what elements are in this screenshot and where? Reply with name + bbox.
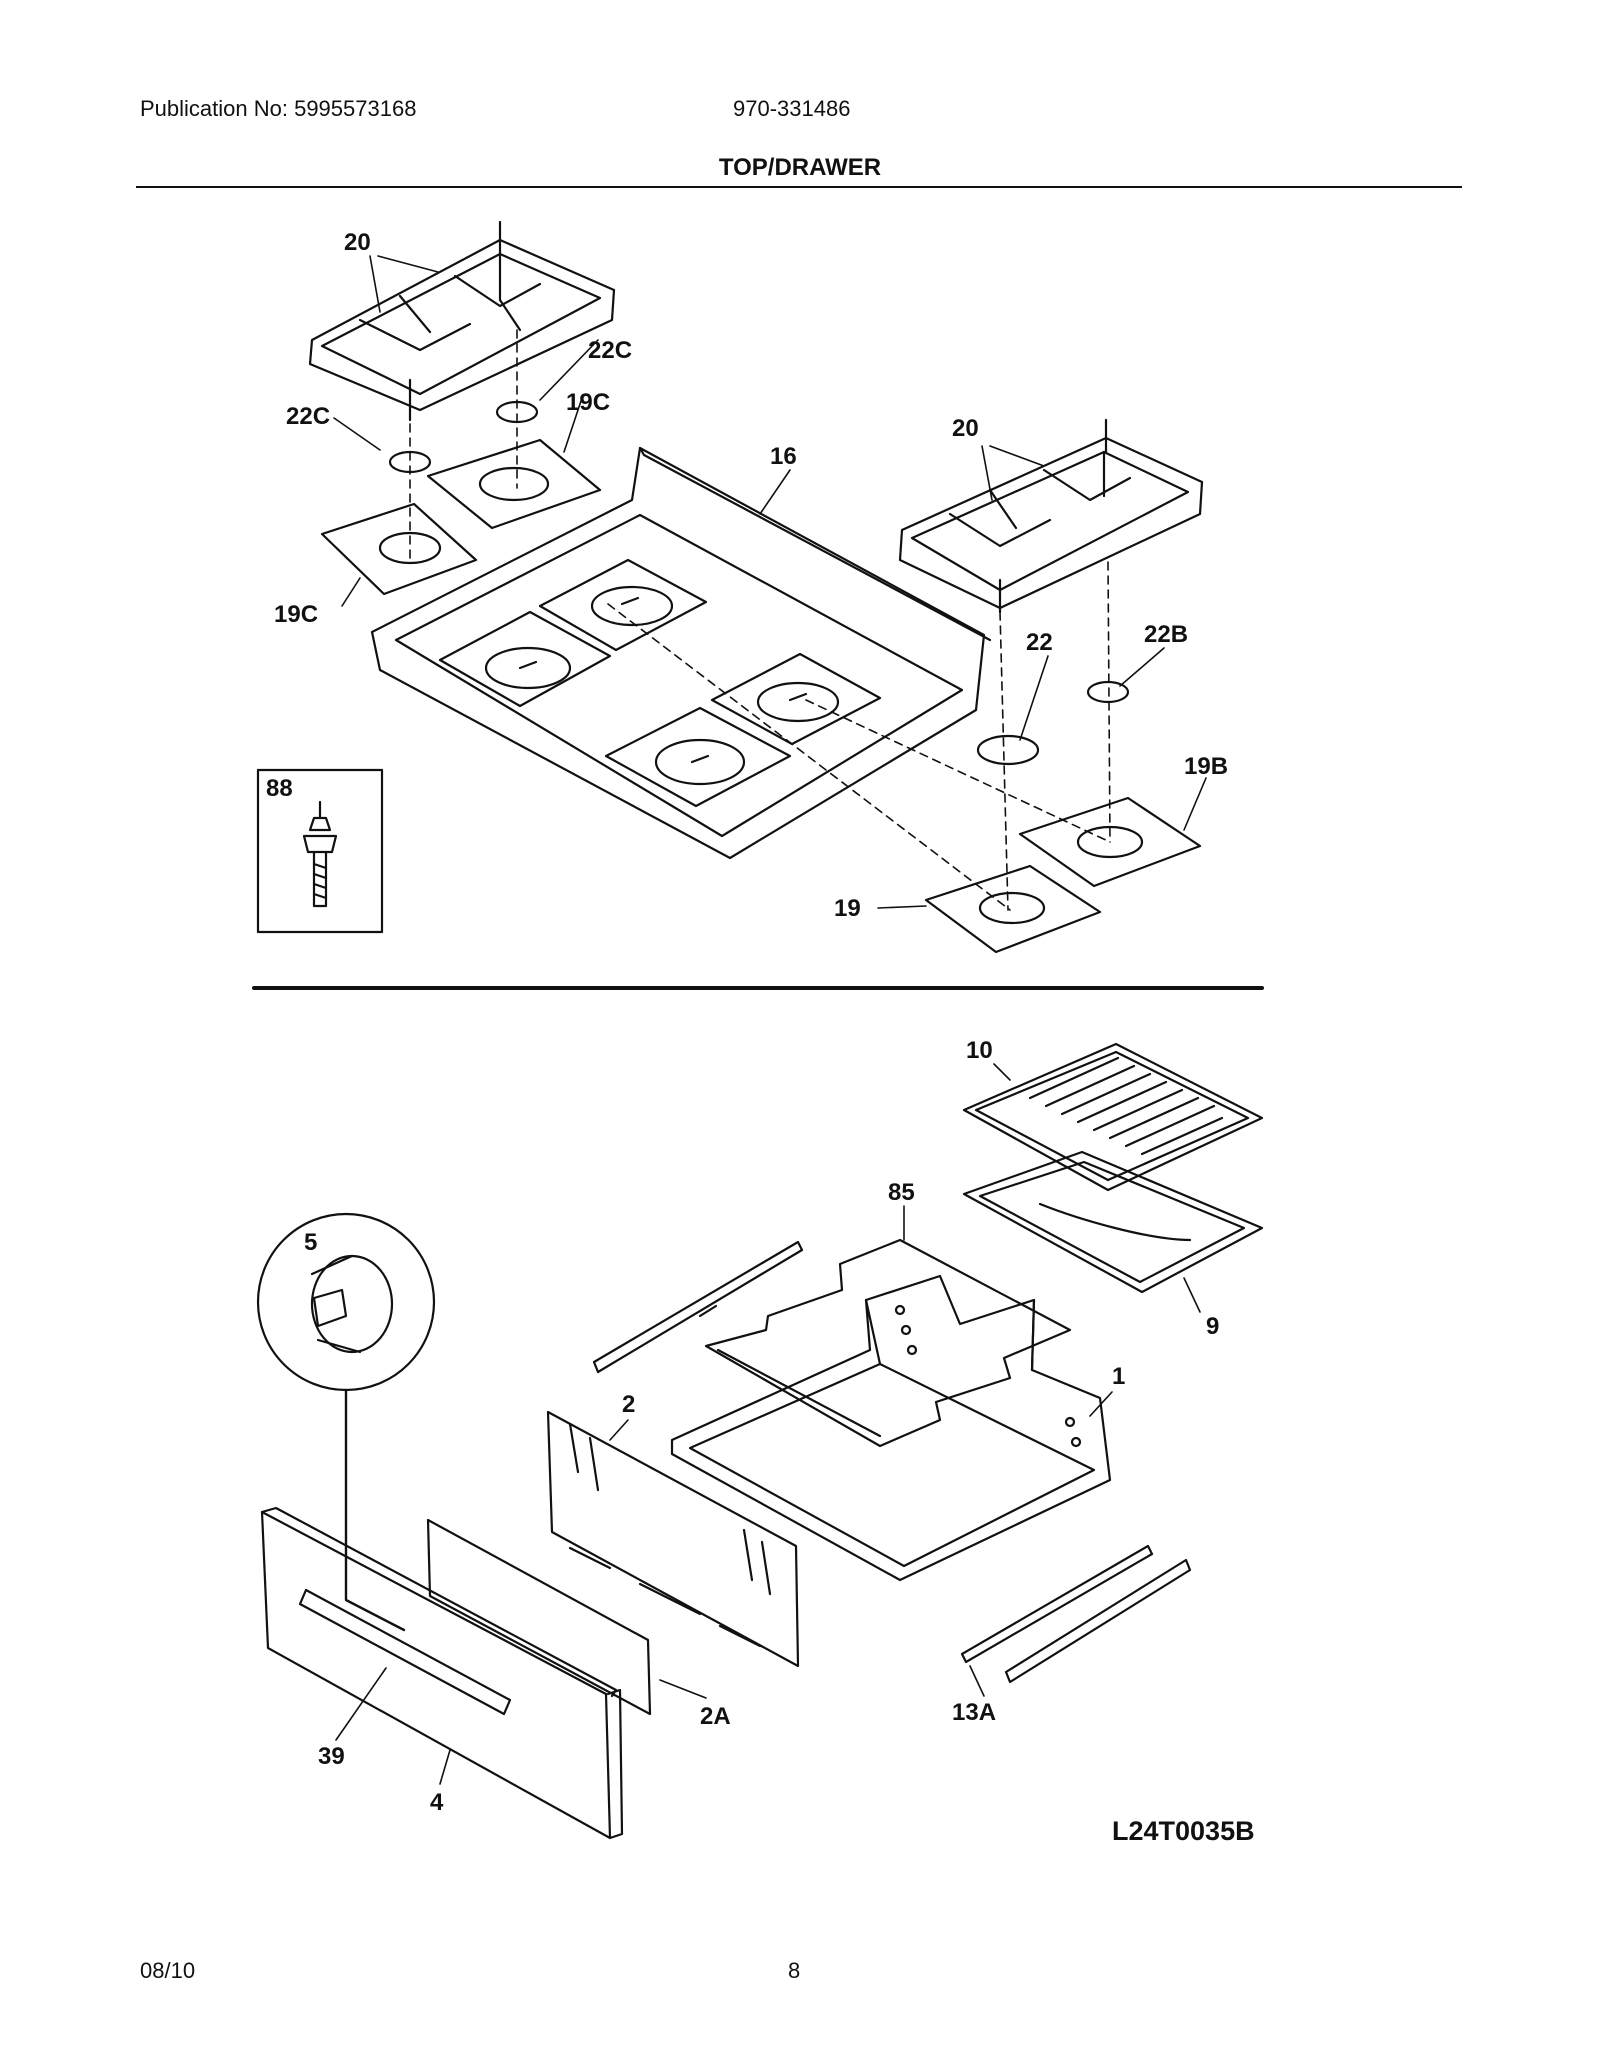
callout-22: 22 — [1026, 629, 1053, 656]
callout-10: 10 — [966, 1037, 993, 1064]
footer-page-number: 8 — [788, 1958, 801, 1983]
drip-pans-19c — [320, 438, 602, 596]
callout-4: 4 — [430, 1789, 444, 1816]
callout-22c-right: 22C — [588, 337, 632, 364]
callout-1: 1 — [1112, 1363, 1125, 1390]
part-88-box — [256, 768, 384, 934]
drawer-body-1 — [670, 1274, 1112, 1582]
drawer-rail-upper — [592, 1240, 804, 1374]
drawer-rack-85 — [704, 1238, 1072, 1448]
callout-19c-lower: 19C — [274, 601, 318, 628]
callout-16: 16 — [770, 443, 797, 470]
slide-rails-13a — [960, 1544, 1192, 1684]
publication-number: Publication No: 5995573168 — [140, 96, 417, 121]
callout-88: 88 — [266, 775, 293, 802]
drawer-knob-5-icon — [310, 1254, 394, 1354]
callout-9: 9 — [1206, 1313, 1219, 1340]
callout-2a: 2A — [700, 1703, 731, 1730]
broil-pan-insert-10 — [962, 1042, 1264, 1192]
cooktop-16 — [370, 446, 992, 860]
broil-pan-9 — [962, 1150, 1264, 1294]
grate-20-left — [308, 220, 616, 422]
callout-19b: 19B — [1184, 753, 1228, 780]
callout-13a: 13A — [952, 1699, 996, 1726]
drawer-back-panel-2 — [546, 1410, 800, 1668]
leader-lines-bottom — [335, 1063, 1201, 1785]
header-rule — [136, 186, 1462, 188]
callout-5: 5 — [304, 1229, 317, 1256]
callout-19: 19 — [834, 895, 861, 922]
burner-cap-22 — [976, 734, 1040, 766]
burner-cap-22b — [1086, 680, 1130, 704]
callout-2: 2 — [622, 1391, 635, 1418]
callout-39: 39 — [318, 1743, 345, 1770]
alignment-lines — [409, 329, 1111, 911]
callout-20-right: 20 — [952, 415, 979, 442]
drawer-inner-front-2a — [426, 1518, 652, 1716]
callout-22b: 22B — [1144, 621, 1188, 648]
callout-22c-left: 22C — [286, 403, 330, 430]
detail-pointer-5 — [344, 1388, 406, 1632]
drip-pans-19-19b — [924, 796, 1202, 954]
drawer-front-4 — [260, 1506, 624, 1840]
detail-circle-5 — [256, 1212, 436, 1392]
diagram-id: L24T0035B — [1112, 1816, 1255, 1846]
callout-85: 85 — [888, 1179, 915, 1206]
model-number: 970-331486 — [733, 96, 851, 121]
callout-20-left: 20 — [344, 229, 371, 256]
drawer-handle-39 — [298, 1588, 512, 1716]
grate-20-right — [898, 418, 1204, 614]
leveling-leg-88-icon — [302, 800, 338, 908]
section-title: TOP/DRAWER — [718, 154, 882, 181]
footer-date: 08/10 — [140, 1958, 196, 1983]
callout-19c-upper: 19C — [566, 389, 610, 416]
leader-lines-top — [333, 255, 1207, 909]
